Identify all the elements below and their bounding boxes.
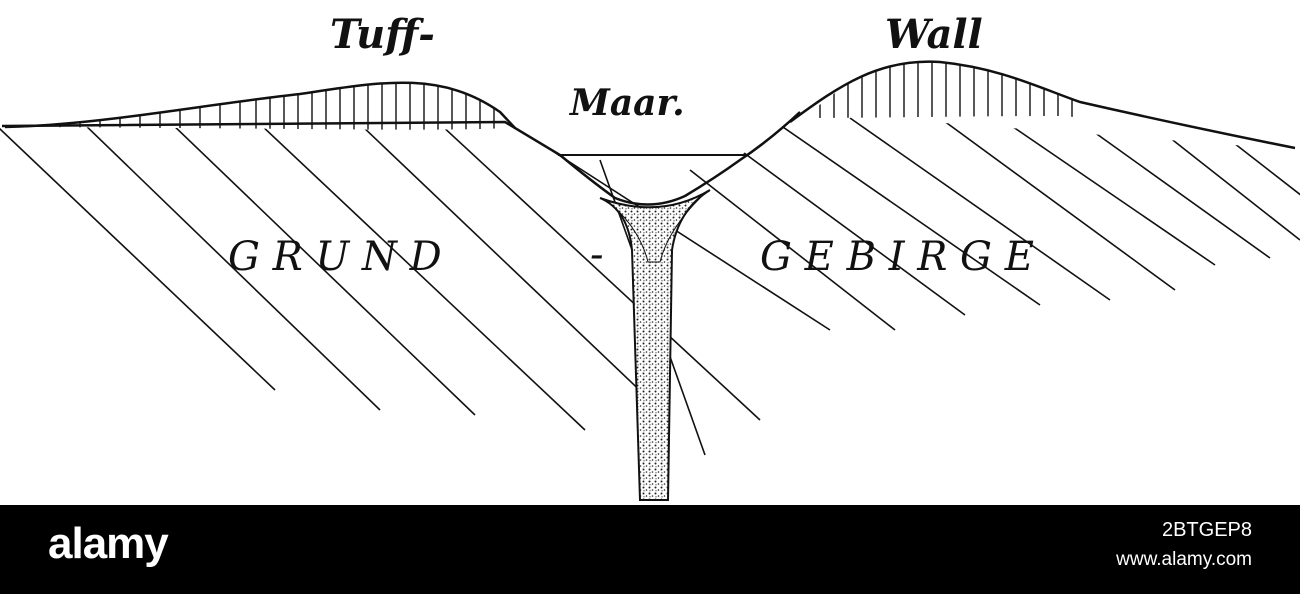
image-id: 2BTGEP8 [1161,519,1252,541]
ground-surface [1,111,801,206]
tuff-wall-right [789,60,1300,150]
stock-watermark-footer: alamy 2BTGEP8 www.alamy.com [0,505,1300,594]
tuff-wall-left [4,81,516,130]
volcanic-pipe [599,189,711,501]
label-dash: - [590,232,604,278]
label-maar: Maar. [568,82,685,124]
label-wall: Wall [885,11,983,58]
label-tuff: Tuff- [330,11,435,58]
label-grund: G R U N D [228,234,442,280]
site-url: www.alamy.com [1116,549,1252,570]
maar-cross-section-diagram: Tuff- Wall Maar. G R U N D - G E B I R G… [0,11,1300,501]
label-gebirge: G E B I R G E [760,234,1034,280]
alamy-logo: alamy [48,519,169,568]
bedrock-hatching [0,112,1300,456]
